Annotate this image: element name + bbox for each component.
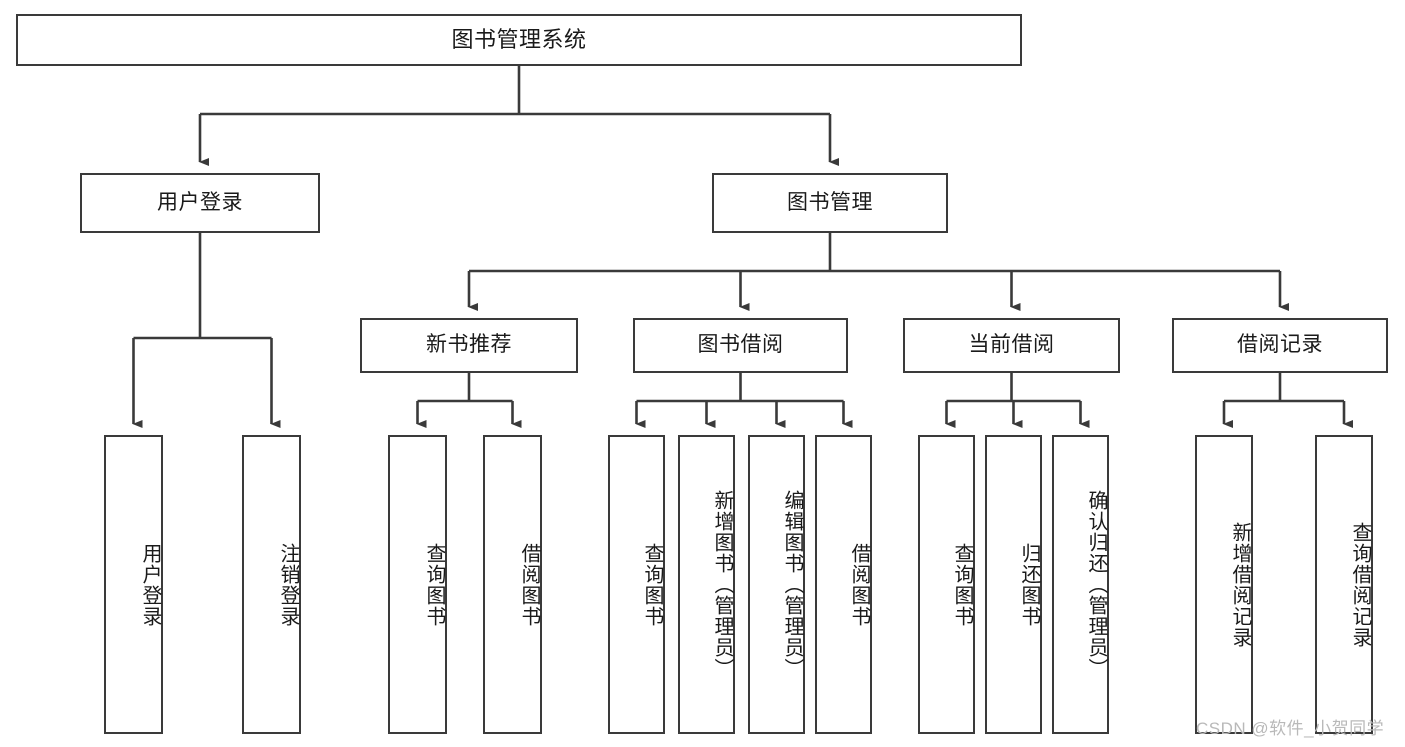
node-leaf-confirm-return[interactable]: 确认归还（管理员）: [1052, 435, 1109, 734]
node-leaf-user-login[interactable]: 用户登录: [104, 435, 163, 734]
node-label: 借阅图书: [848, 542, 870, 627]
node-leaf-return-book[interactable]: 归还图书: [985, 435, 1042, 734]
node-root[interactable]: 图书管理系统: [16, 14, 1022, 66]
node-label: 图书管理: [787, 190, 873, 214]
node-label: 图书借阅: [697, 333, 784, 357]
node-label: 查询借阅记录: [1349, 521, 1371, 648]
node-label: 查询图书: [641, 542, 663, 627]
node-borrow-record[interactable]: 借阅记录: [1172, 318, 1388, 373]
node-leaf-query-record[interactable]: 查询借阅记录: [1315, 435, 1373, 734]
node-leaf-query-book-3[interactable]: 查询图书: [918, 435, 975, 734]
node-label: 用户登录: [139, 542, 161, 627]
node-label: 用户登录: [157, 190, 243, 214]
node-book-borrow[interactable]: 图书借阅: [633, 318, 848, 373]
node-label: 图书管理系统: [451, 27, 587, 53]
csdn-watermark: CSDN @软件_小贺同学: [1196, 719, 1385, 738]
node-label: 查询图书: [951, 542, 973, 627]
node-label: 当前借阅: [968, 333, 1055, 357]
node-label: 新书推荐: [426, 333, 512, 357]
node-label: 注销登录: [277, 542, 299, 627]
node-label: 借阅图书: [518, 542, 540, 627]
node-label: 归还图书: [1018, 542, 1040, 627]
node-label: 新增借阅记录: [1229, 521, 1251, 648]
node-label: 新增图书（管理员）: [711, 490, 733, 679]
node-label: 编辑图书（管理员）: [781, 490, 803, 679]
node-leaf-query-book-2[interactable]: 查询图书: [608, 435, 665, 734]
node-label: 确认归还（管理员）: [1085, 490, 1107, 679]
node-leaf-logout[interactable]: 注销登录: [242, 435, 301, 734]
node-current-borrow[interactable]: 当前借阅: [903, 318, 1120, 373]
node-book-mgmt[interactable]: 图书管理: [712, 173, 948, 233]
node-leaf-query-book-1[interactable]: 查询图书: [388, 435, 447, 734]
node-user-login[interactable]: 用户登录: [80, 173, 320, 233]
node-leaf-add-record[interactable]: 新增借阅记录: [1195, 435, 1253, 734]
node-leaf-borrow-book-2[interactable]: 借阅图书: [815, 435, 872, 734]
node-label: 查询图书: [423, 542, 445, 627]
node-leaf-edit-book[interactable]: 编辑图书（管理员）: [748, 435, 805, 734]
node-leaf-add-book[interactable]: 新增图书（管理员）: [678, 435, 735, 734]
node-leaf-borrow-book-1[interactable]: 借阅图书: [483, 435, 542, 734]
node-label: 借阅记录: [1237, 333, 1323, 357]
node-new-book-rec[interactable]: 新书推荐: [360, 318, 578, 373]
